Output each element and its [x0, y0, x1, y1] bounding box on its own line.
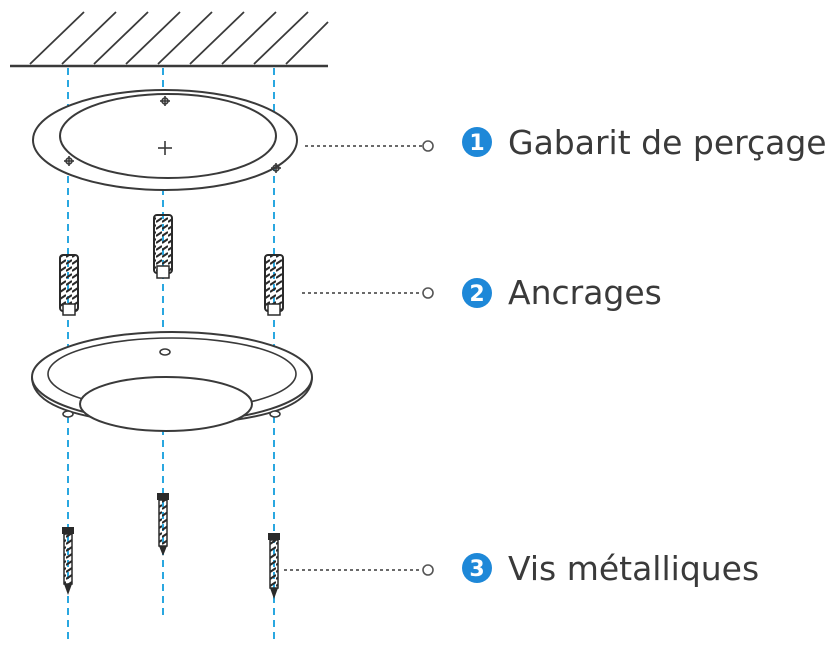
screw-right [268, 533, 280, 599]
leader-end-3 [422, 564, 434, 576]
ceiling [10, 11, 329, 68]
callout-number-2: 2 [469, 282, 484, 307]
callout-number-3: 3 [469, 557, 484, 582]
base-hole-marks [62, 348, 281, 418]
leader-end-2 [422, 287, 434, 299]
drill-template [32, 89, 298, 191]
template-hole-marks [64, 96, 281, 173]
mounting-base [31, 331, 313, 432]
leader-end-1 [422, 140, 434, 152]
callout-2: 2 Ancrages [302, 273, 662, 312]
anchor-right [264, 254, 284, 316]
callout-label-2: Ancrages [508, 273, 662, 312]
anchors [59, 214, 284, 316]
callout-label-3: Vis métalliques [508, 549, 759, 588]
callout-1: 1 Gabarit de perçage [305, 123, 827, 162]
callout-label-1: Gabarit de perçage [508, 123, 827, 162]
screw-left [62, 527, 74, 595]
callout-3: 3 Vis métalliques [284, 549, 759, 588]
ceiling-hatch [29, 11, 329, 65]
anchor-left [59, 254, 79, 316]
callout-badge-2 [462, 278, 492, 308]
metal-screws [62, 493, 280, 599]
screw-center [157, 493, 169, 556]
callout-badge-1 [462, 127, 492, 157]
anchor-center [153, 214, 173, 279]
callout-badge-3 [462, 553, 492, 583]
callout-number-1: 1 [469, 131, 484, 156]
